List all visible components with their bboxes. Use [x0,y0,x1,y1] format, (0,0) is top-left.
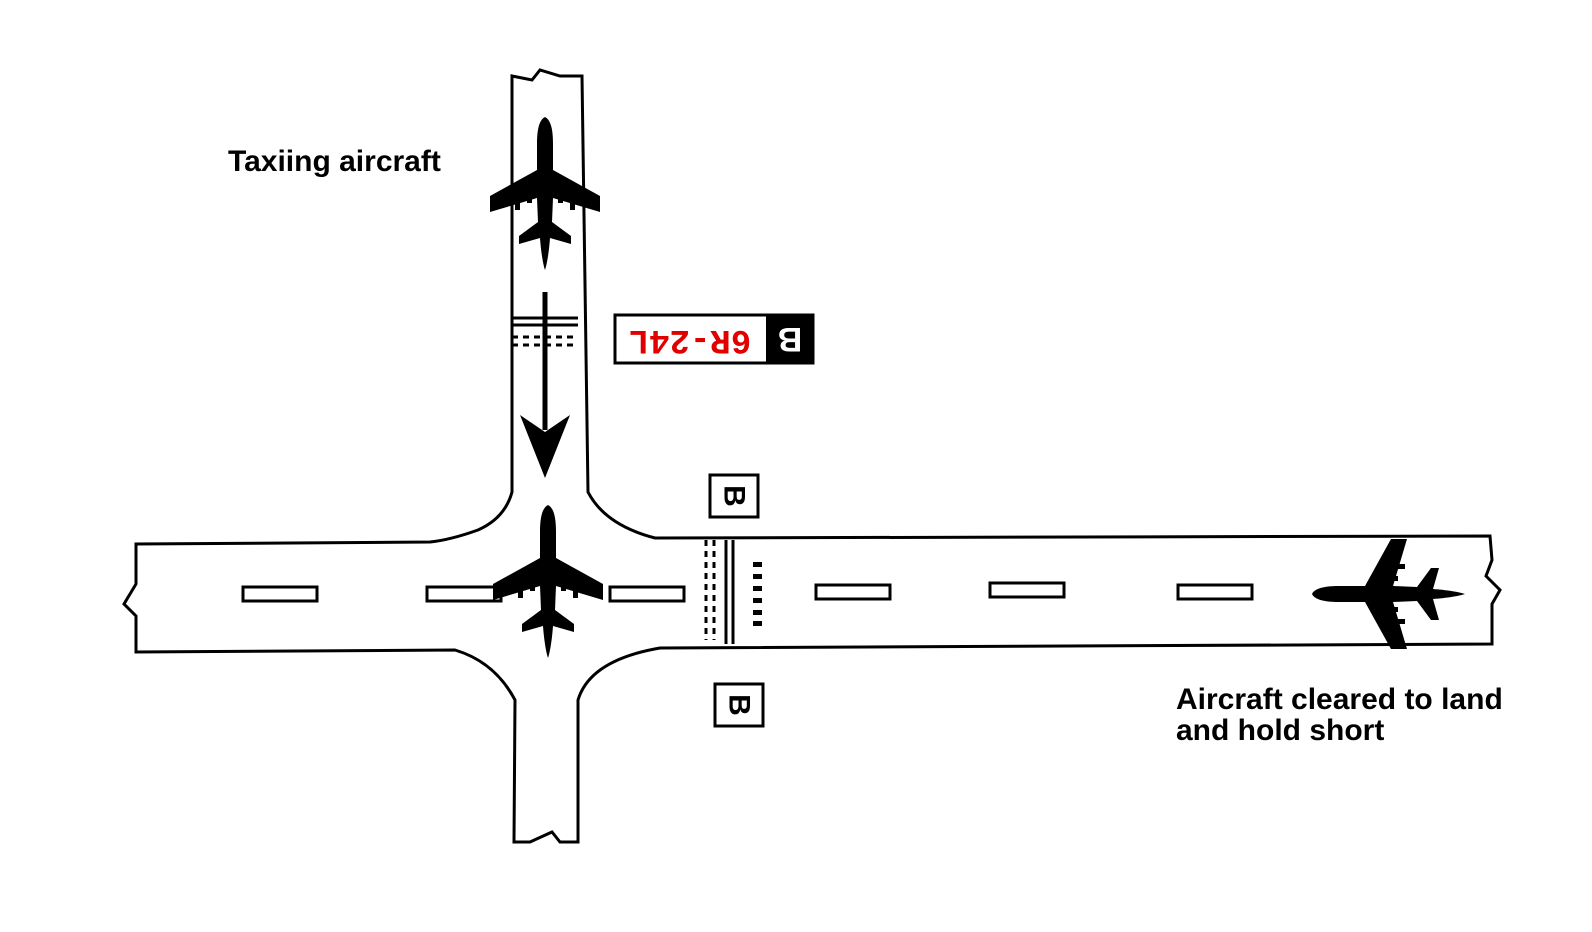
centerline-dash [988,581,1066,599]
taxiway-and-runway-outline [122,68,1502,844]
sign-location-letter: B [778,320,803,358]
taxiing-aircraft-label: Taxiing aircraft [228,145,441,178]
runway-holding-position-sign: B 6R-24L [613,313,815,365]
landing-aircraft-label-line1: Aircraft cleared to land [1176,683,1503,716]
centerline-dash [814,583,892,601]
landing-aircraft-label-line2: and hold short [1176,714,1385,747]
location-sign-letter: B [718,485,751,507]
location-sign-south: B [713,682,765,728]
centerline-dash [1176,583,1254,601]
location-sign-letter: B [723,694,756,716]
runway-centerline [241,581,1254,603]
runway-hold-short-marking [704,540,762,644]
sign-runway-designation: 6R-24L [629,320,751,358]
location-sign-north: B [708,473,760,519]
direction-arrow [520,292,570,478]
centerline-dash [425,585,503,603]
centerline-dash [241,585,319,603]
pavement [122,68,1502,844]
centerline-dash [608,585,686,603]
